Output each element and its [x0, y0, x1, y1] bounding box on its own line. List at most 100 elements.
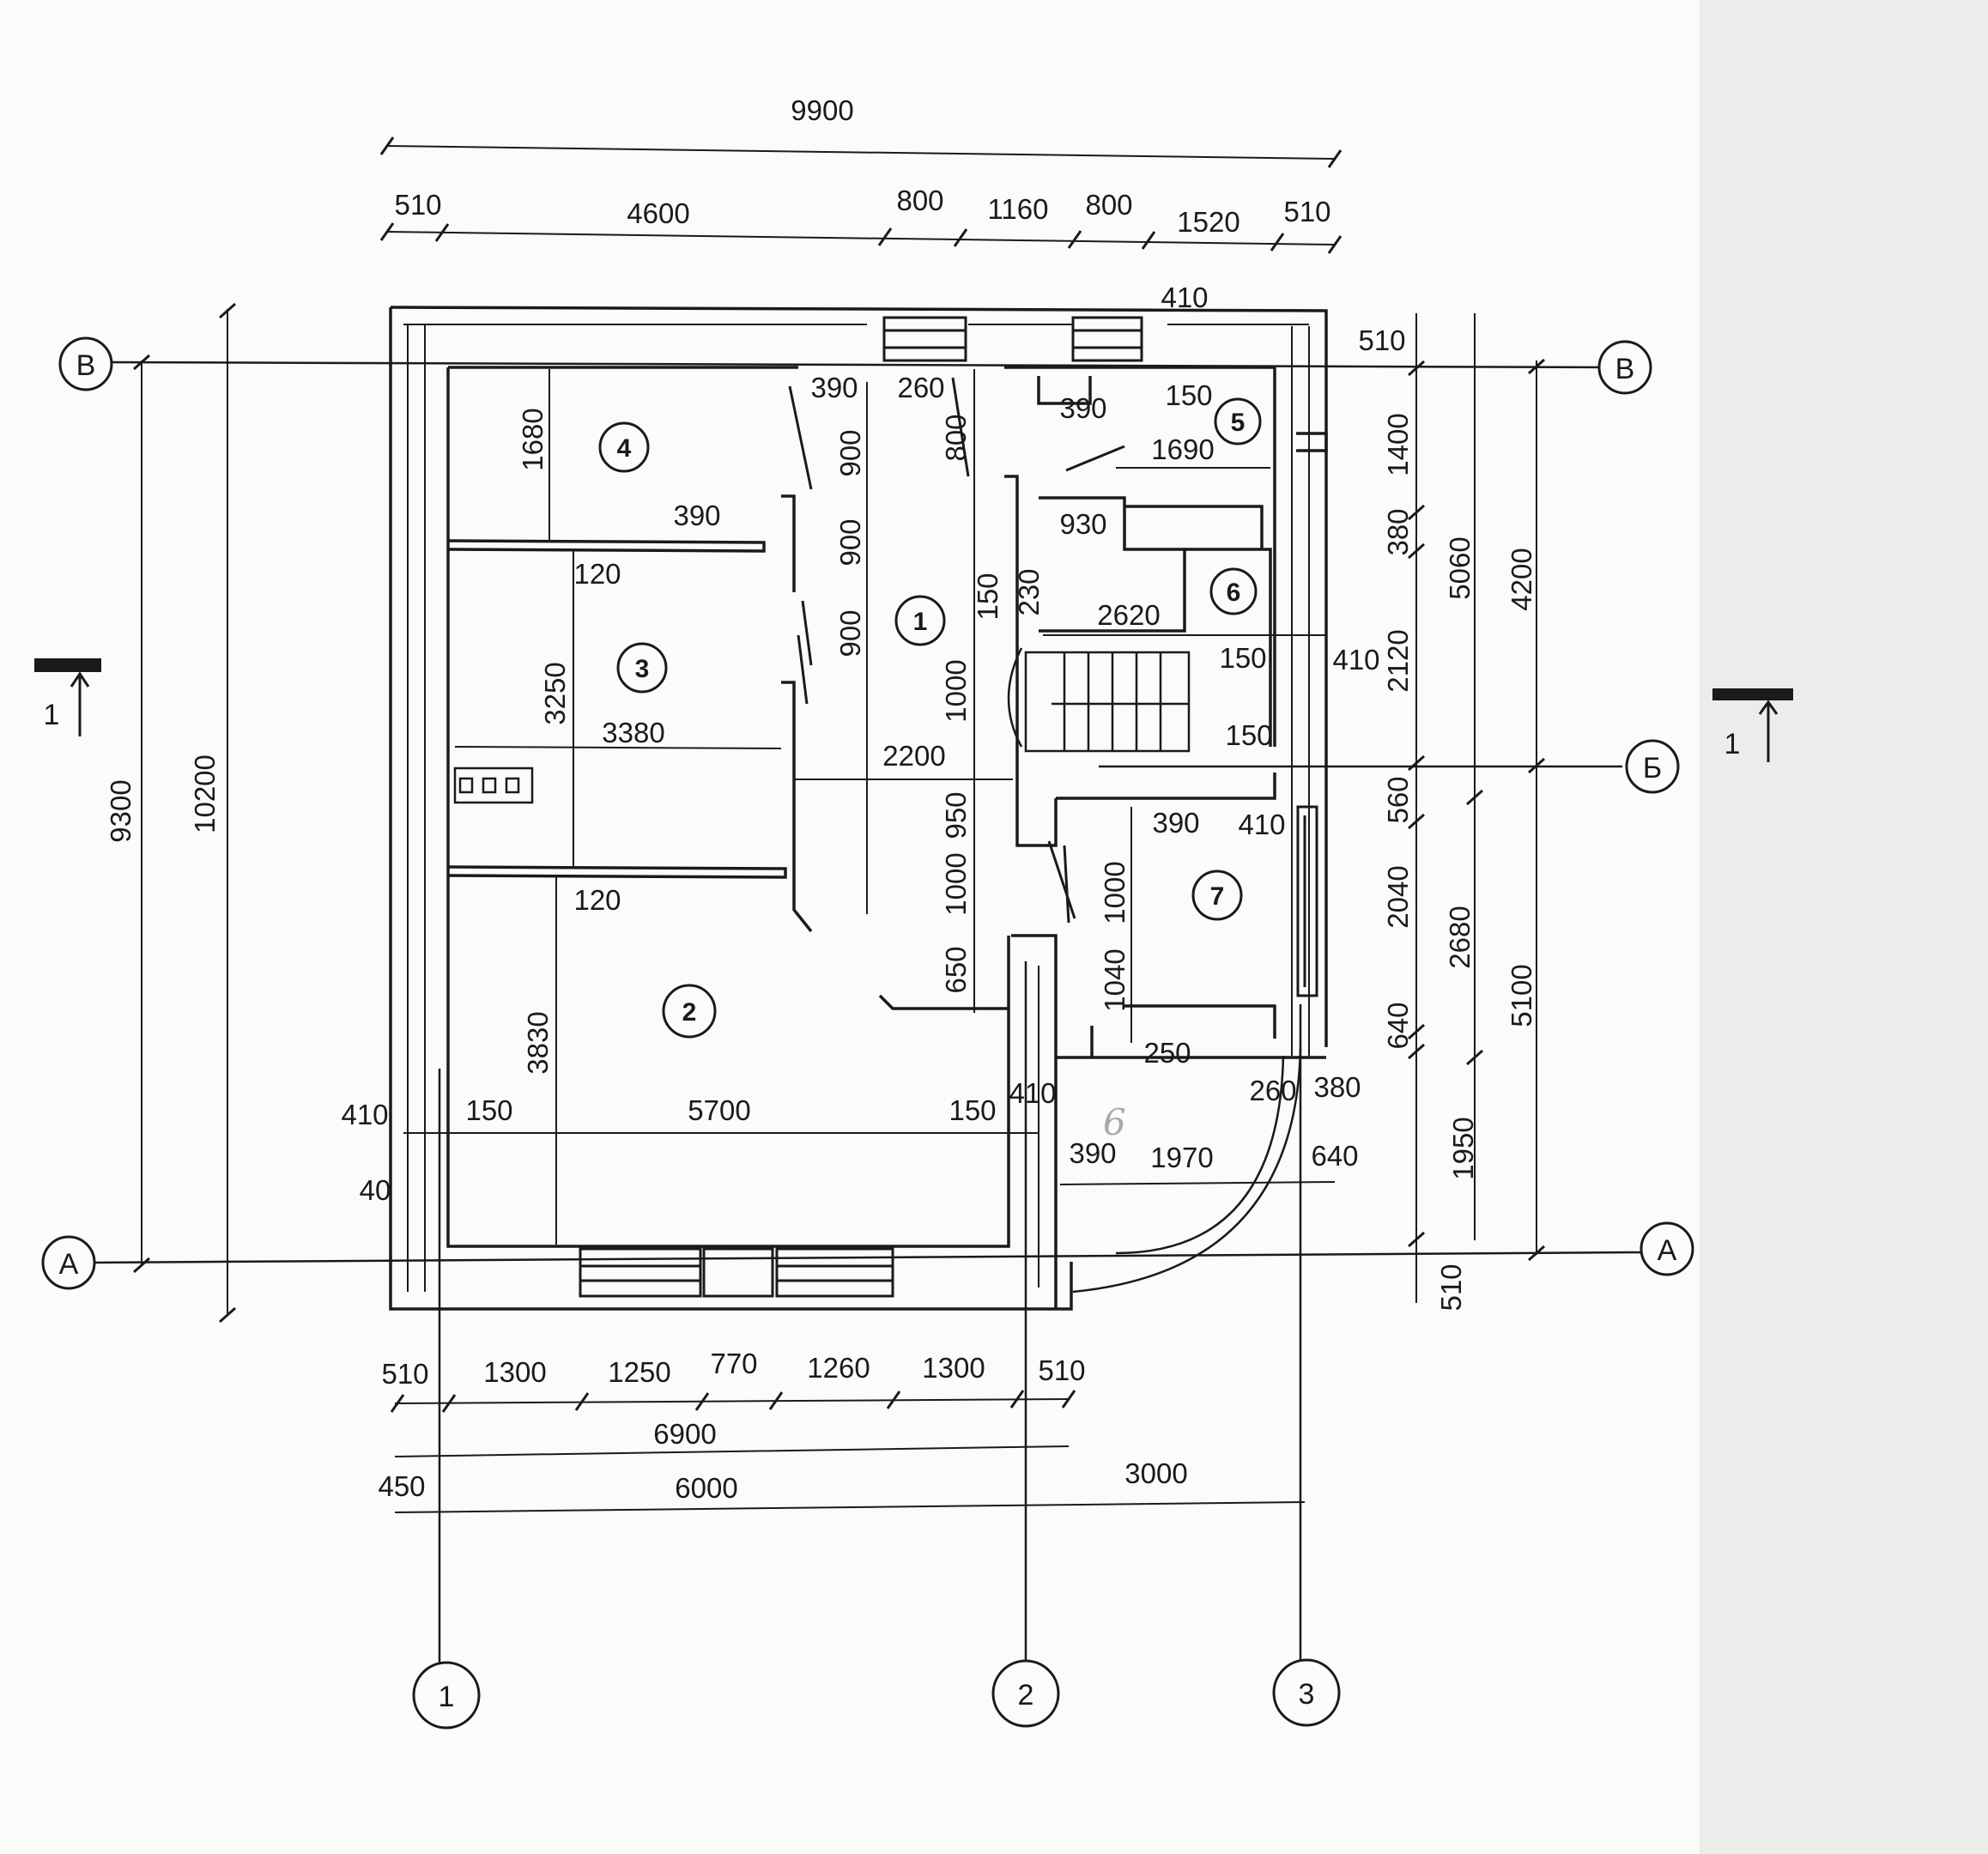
dim-hall-900a: 900 — [834, 429, 866, 476]
dim-r2-left-150: 150 — [465, 1094, 512, 1126]
dim-hall-900b: 900 — [834, 518, 866, 566]
dimension-lines — [141, 145, 1537, 1513]
dim-stair-230: 230 — [1013, 568, 1045, 615]
dim-right2-1: 2680 — [1444, 906, 1476, 968]
dimline-bot1 — [394, 1398, 1070, 1404]
dimline-top — [385, 231, 1336, 245]
dim-bot1-4: 1260 — [807, 1352, 870, 1384]
door-bottom — [702, 1247, 774, 1298]
dim-right1-1: 1400 — [1382, 413, 1414, 476]
dim-r7-1040: 1040 — [1099, 948, 1130, 1011]
dim-r2-right-410: 410 — [1009, 1077, 1056, 1109]
dim-right1-0: 510 — [1435, 1263, 1467, 1311]
dimline-porch — [1059, 1181, 1336, 1185]
dim-stair-930: 930 — [1059, 508, 1106, 540]
wall-hatch-left — [407, 324, 426, 1292]
room-number-5: 5 — [1231, 409, 1246, 437]
partition-stub — [878, 994, 1009, 1010]
walls — [389, 306, 1328, 1311]
window-top-2 — [1071, 316, 1143, 362]
room-bubble-3 — [616, 642, 668, 694]
dim-top-410: 410 — [1161, 282, 1208, 313]
dim-bot-total: 6900 — [653, 1418, 716, 1450]
dim-porch-390: 390 — [1069, 1137, 1116, 1169]
dimline-top-total — [385, 145, 1336, 160]
dim-hall-950: 950 — [940, 791, 972, 839]
dim-bath-150: 150 — [1165, 379, 1212, 411]
dim-right1-7: 1950 — [1447, 1117, 1479, 1179]
dim-r3-height: 3250 — [539, 662, 571, 724]
axis-bubble-b-right — [1625, 739, 1680, 794]
dim-right1-5: 2040 — [1382, 865, 1414, 928]
partition-bath-wc — [1124, 505, 1272, 747]
outer-wall-outer — [389, 307, 1073, 1311]
dim-r7-250: 250 — [1143, 1037, 1191, 1069]
room-number-2: 2 — [682, 998, 697, 1027]
dim-hall-390: 390 — [810, 372, 858, 403]
dim-r4-door: 390 — [673, 500, 720, 531]
window-bottom-1 — [579, 1247, 702, 1298]
dim-bot2-1: 6000 — [675, 1472, 737, 1504]
dim-hall-800: 800 — [940, 414, 972, 461]
dim-right2-2: 4200 — [1506, 548, 1537, 610]
partition-r3-right-top — [781, 494, 796, 592]
axis-label-1: 1 — [439, 1681, 455, 1713]
dim-hall-1000b: 1000 — [940, 852, 972, 915]
dim-r2-height: 3830 — [522, 1011, 554, 1074]
section-mark-right — [1712, 688, 1793, 700]
dim-hall-2200: 2200 — [882, 740, 945, 772]
section-markers — [34, 658, 1793, 762]
dim-right2-3: 5100 — [1506, 964, 1537, 1027]
dim-r2-left-410: 410 — [341, 1099, 388, 1130]
dim-wall-120b: 120 — [573, 884, 621, 916]
dim-right2-0: 5060 — [1444, 536, 1476, 599]
partition-bath-left — [1037, 376, 1092, 405]
outer-wall-top-right — [390, 306, 1328, 1047]
dim-right1-4: 560 — [1382, 776, 1414, 823]
dim-hall-150: 150 — [972, 573, 1003, 620]
dim-right1-2: 380 — [1382, 508, 1414, 555]
dim-top-3: 1160 — [988, 193, 1049, 225]
dim-top-510: 510 — [1358, 324, 1405, 356]
axis-bubble-a-left — [41, 1235, 96, 1290]
window-bottom-2 — [775, 1247, 894, 1298]
dim-r7-410: 410 — [1238, 809, 1285, 840]
axis-label-v-right: В — [1615, 353, 1635, 385]
inner-top-wall — [448, 366, 1276, 747]
axis-bubble-v-left — [58, 336, 113, 391]
axis-line-v — [109, 360, 1619, 369]
room-bubble-2 — [662, 984, 717, 1039]
dim-porch-260: 260 — [1249, 1075, 1296, 1106]
partition-r3-r2 — [447, 865, 787, 879]
dim-left-9300: 9300 — [105, 779, 136, 842]
dim-right1-3: 2120 — [1382, 629, 1414, 692]
section-mark-left — [34, 658, 101, 672]
dimline-r3-width — [454, 746, 782, 749]
dim-r7-1000: 1000 — [1099, 861, 1130, 924]
dim-r3-width: 3380 — [602, 717, 664, 748]
dim-bot1-0: 510 — [381, 1358, 428, 1390]
drawing-sheet: В В Б А А 1 2 3 1 1 4 3 1 5 6 7 2 9900 5… — [0, 0, 1793, 1854]
dim-porch-1970: 1970 — [1150, 1142, 1213, 1173]
section-label-right: 1 — [1724, 728, 1741, 760]
dim-bot1-2: 1250 — [608, 1356, 670, 1388]
partition-r7-inner — [1090, 1004, 1276, 1057]
dim-hall-1000a: 1000 — [940, 659, 972, 722]
dim-r2-width: 5700 — [688, 1094, 750, 1126]
axis-bubbles — [41, 336, 1694, 1730]
tick-marks — [133, 136, 1545, 1413]
dim-top-0: 510 — [394, 189, 441, 221]
dimline-bot2 — [394, 1501, 1306, 1513]
dim-porch-380: 380 — [1313, 1071, 1361, 1103]
dim-bath-1690: 1690 — [1151, 433, 1214, 465]
partition-hall-stair — [1004, 475, 1058, 847]
dim-hall-650: 650 — [940, 946, 972, 993]
room-number-6: 6 — [1227, 579, 1241, 607]
handwritten-mark: 6 — [1103, 1101, 1126, 1143]
dim-top-total: 9900 — [791, 94, 853, 126]
wall-hatch-right — [1291, 326, 1310, 1056]
dim-top-5: 1520 — [1177, 206, 1239, 238]
dimline-bot-total — [394, 1445, 1070, 1457]
axis-label-b-right: Б — [1643, 752, 1662, 785]
